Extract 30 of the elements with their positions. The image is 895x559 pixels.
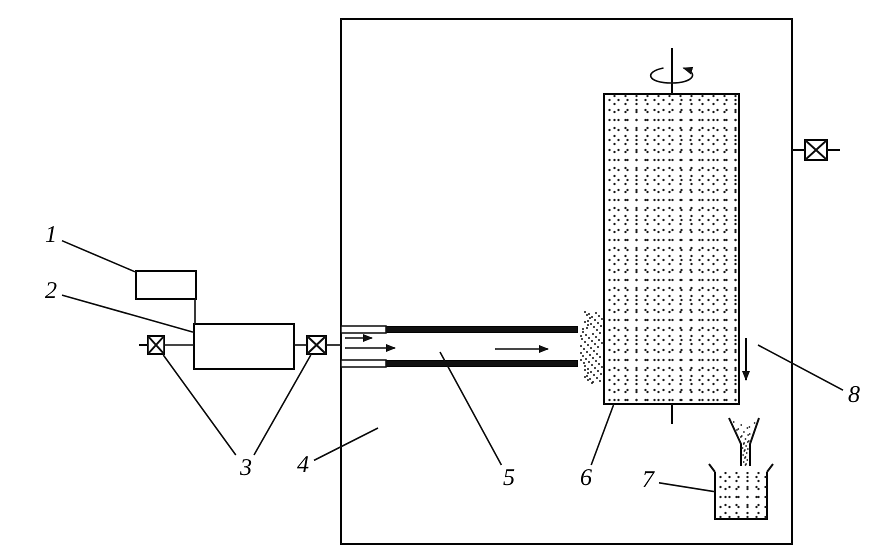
pipe-line — [295, 344, 306, 346]
leader-line — [314, 427, 378, 462]
callout-number: 5 — [498, 465, 520, 493]
valve-symbol — [306, 335, 327, 355]
powder-drum — [603, 93, 740, 405]
leader-line — [758, 344, 844, 391]
callout-number: 2 — [40, 278, 62, 306]
collector-tray — [714, 472, 768, 520]
leader-line — [162, 354, 236, 456]
leader-line — [590, 404, 614, 466]
callout-number: 3 — [235, 455, 257, 483]
callout-number: 1 — [40, 222, 62, 250]
leader-line — [62, 294, 194, 333]
device-box — [193, 323, 295, 370]
device-box — [135, 270, 197, 300]
chamber-box — [340, 18, 793, 545]
valve-symbol — [147, 335, 165, 355]
callout-number: 7 — [637, 467, 659, 495]
rotation-arrow — [650, 67, 694, 84]
nozzle-tube — [340, 325, 578, 368]
pipe-line — [194, 300, 196, 323]
leader-line — [253, 354, 312, 456]
pipe-line — [327, 344, 340, 346]
pipe-line — [165, 344, 193, 346]
callout-number: 4 — [292, 452, 314, 480]
leader-line — [62, 240, 136, 273]
leader-line — [439, 352, 502, 466]
callout-number: 6 — [575, 465, 597, 493]
leader-line — [658, 482, 714, 492]
callout-number: 8 — [843, 382, 865, 410]
